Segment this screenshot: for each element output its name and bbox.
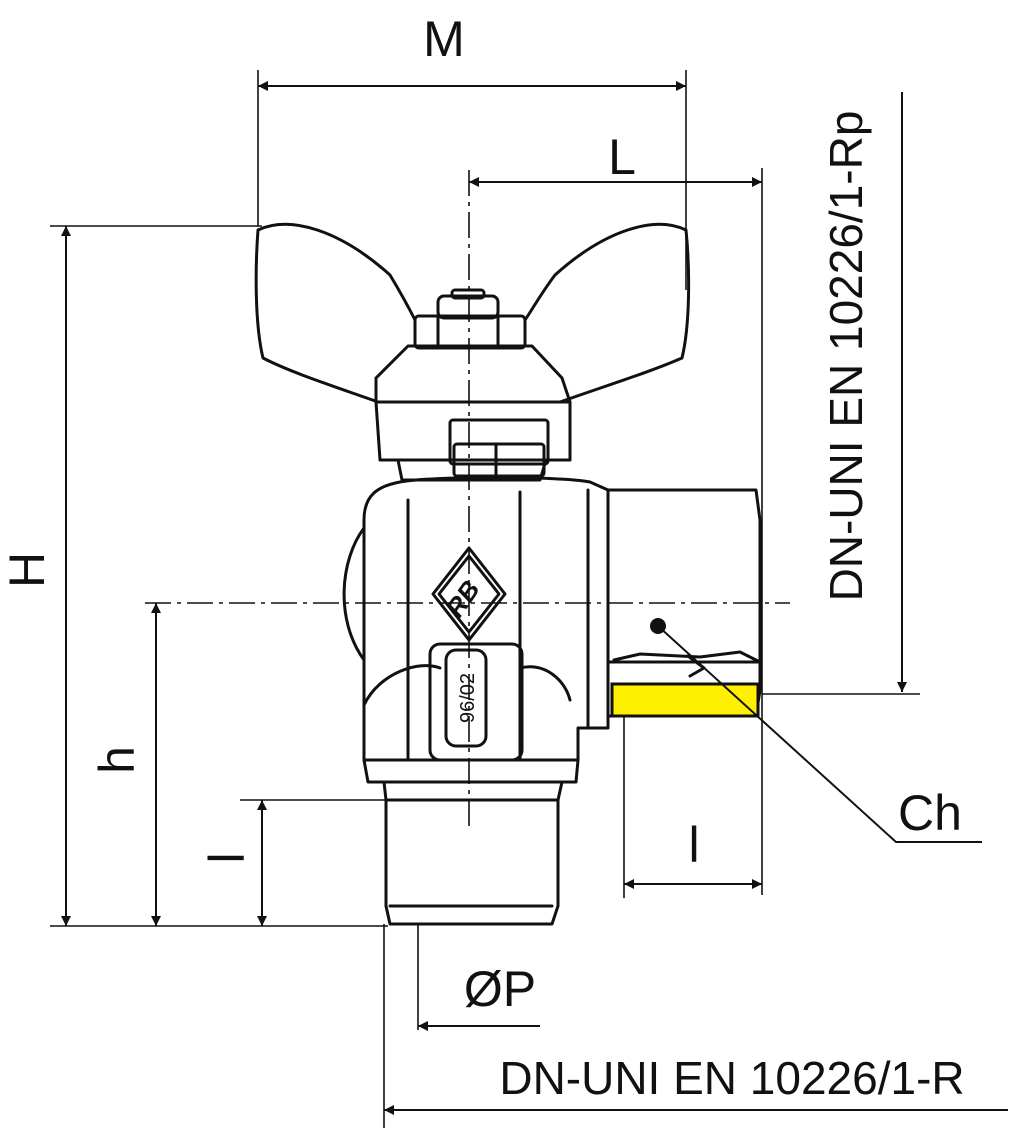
ch-leader bbox=[657, 625, 982, 843]
label-thread-female: DN-UNI EN 10226/1-Rp bbox=[820, 111, 872, 602]
handle-wing-left bbox=[254, 222, 417, 404]
label-l-male: l bbox=[199, 852, 255, 863]
logo-mark: RB bbox=[440, 575, 486, 623]
handle-screw-head bbox=[436, 294, 500, 320]
male-end bbox=[382, 780, 564, 926]
label-thread-male: DN-UNI EN 10226/1-R bbox=[499, 1052, 964, 1104]
ch-leader-dot bbox=[650, 618, 666, 634]
date-code: 96/02 bbox=[457, 673, 479, 723]
handle-nut bbox=[413, 314, 527, 350]
label-P: ØP bbox=[464, 961, 536, 1017]
stem-block bbox=[448, 418, 550, 466]
male-hex bbox=[362, 758, 580, 784]
label-h: h bbox=[89, 746, 145, 774]
label-M: M bbox=[423, 11, 465, 67]
label-Ch: Ch bbox=[898, 785, 962, 841]
label-l-female: l bbox=[688, 817, 699, 873]
thread-highlight bbox=[610, 682, 760, 718]
label-L: L bbox=[608, 129, 636, 185]
valve-body bbox=[362, 476, 610, 762]
handle-wing-right bbox=[523, 222, 691, 404]
label-H: H bbox=[0, 552, 55, 588]
